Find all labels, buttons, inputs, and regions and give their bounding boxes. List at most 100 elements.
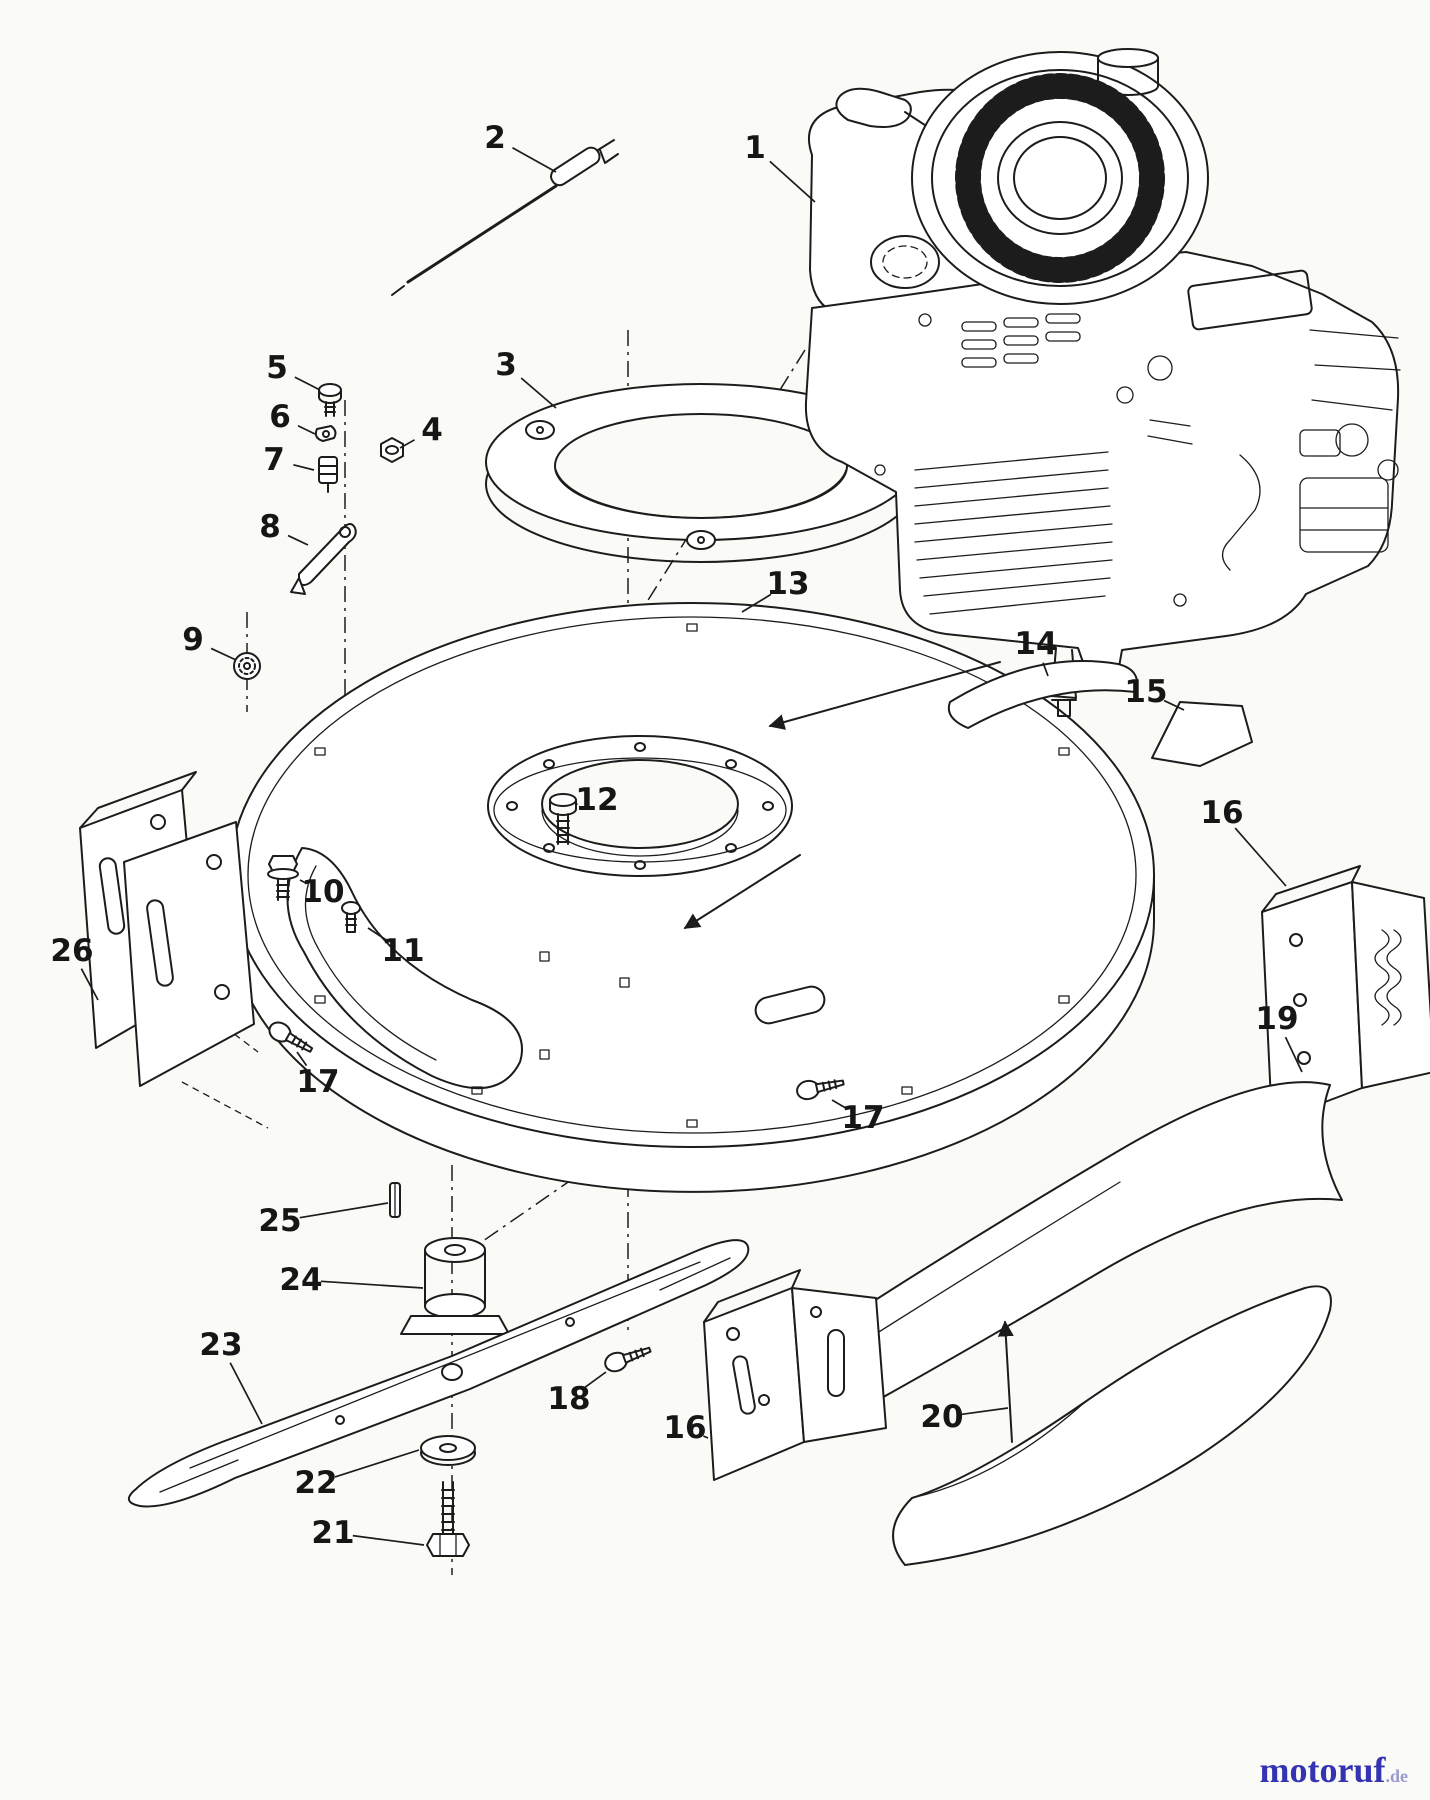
- left-bracket: [79, 771, 255, 1087]
- leader-line-16: [1234, 827, 1287, 887]
- blade-adapter-24: [400, 1237, 510, 1335]
- leader-line-8: [287, 534, 309, 546]
- leader-line-16: [703, 1435, 709, 1439]
- callout-9: 9: [182, 622, 204, 658]
- discharge-deflectors: [769, 1081, 1343, 1566]
- callout-16: 16: [663, 1410, 706, 1446]
- leader-line-5: [294, 376, 321, 391]
- callout-15: 15: [1124, 674, 1167, 710]
- leader-line-11: [367, 927, 387, 941]
- leader-line-18: [584, 1371, 607, 1388]
- callout-6: 6: [269, 399, 291, 435]
- leader-line-22: [334, 1449, 420, 1478]
- watermark-name: motoruf: [1260, 1750, 1387, 1790]
- leader-line-15: [1163, 699, 1185, 711]
- callout-13: 13: [766, 566, 809, 602]
- screw-18: [604, 1346, 652, 1373]
- fuel-cap: [870, 235, 940, 289]
- callout-7: 7: [263, 442, 285, 478]
- screw-17-right: [796, 1079, 845, 1101]
- lock-washer-9: [233, 652, 261, 680]
- callout-22: 22: [294, 1465, 337, 1501]
- screw-11: [341, 901, 361, 933]
- deck-center-hub: [487, 735, 793, 877]
- deck-rim-tabs: [314, 623, 1070, 1128]
- callout-11: 11: [381, 933, 424, 969]
- deflector-lower-20: [892, 1285, 1332, 1566]
- bottom-bracket: [703, 1269, 887, 1481]
- leader-line-20: [961, 1407, 1009, 1416]
- leader-line-9: [210, 647, 237, 661]
- trim-wedge-15: [1151, 701, 1253, 767]
- trim-strip-14: [947, 660, 1139, 729]
- callout-10: 10: [301, 874, 344, 910]
- engine-name-plate: [1187, 269, 1313, 331]
- leader-line-13: [741, 593, 772, 613]
- screw-17-left: [268, 1021, 314, 1053]
- recoil-starter: [911, 51, 1209, 305]
- leader-line-1: [769, 160, 816, 203]
- leader-line-6: [297, 424, 316, 435]
- bolt-21: [426, 1481, 470, 1557]
- leader-line-17: [831, 1099, 847, 1109]
- callout-4: 4: [421, 412, 443, 448]
- callout-2: 2: [484, 120, 506, 156]
- callout-14: 14: [1014, 626, 1057, 662]
- hardware-cluster: [233, 383, 404, 680]
- oil-cap: [1097, 48, 1159, 96]
- leader-line-2: [512, 146, 557, 173]
- leader-line-4: [399, 439, 415, 449]
- vent-slots: [961, 313, 1081, 368]
- screws: [268, 1021, 845, 1373]
- leader-line-10: [299, 879, 306, 884]
- leader-line-19: [1284, 1036, 1303, 1073]
- cooling-fins: [914, 451, 1113, 615]
- spark-plug-lead: [391, 139, 619, 296]
- callout-5: 5: [266, 350, 288, 386]
- callout-16: 16: [1200, 795, 1243, 831]
- callout-12: 12: [575, 782, 618, 818]
- right-bracket: [1261, 865, 1430, 1123]
- engine-illustration: [804, 48, 1401, 717]
- callout-23: 23: [199, 1327, 242, 1363]
- leader-line-26: [80, 968, 99, 1001]
- callout-25: 25: [258, 1203, 301, 1239]
- callout-17: 17: [841, 1100, 884, 1136]
- deck-fasteners: [267, 793, 577, 933]
- leader-line-21: [352, 1534, 425, 1546]
- callout-1: 1: [744, 130, 766, 166]
- callout-24: 24: [279, 1262, 322, 1298]
- callout-3: 3: [495, 347, 517, 383]
- deck-slot: [754, 985, 826, 1025]
- trim-pieces: [683, 660, 1253, 929]
- washer-22: [420, 1435, 476, 1466]
- watermark-suffix: .de: [1386, 1766, 1409, 1786]
- leader-line-24: [320, 1280, 424, 1289]
- callout-26: 26: [50, 933, 93, 969]
- leader-line-25: [299, 1202, 389, 1219]
- nut-4: [380, 437, 404, 463]
- leader-line-17: [296, 1051, 308, 1067]
- callout-19: 19: [1255, 1001, 1298, 1037]
- carburetor-details: [874, 313, 1401, 607]
- leader-line-23: [229, 1362, 263, 1425]
- blade-23: [128, 1239, 750, 1508]
- callout-17: 17: [296, 1064, 339, 1100]
- callout-18: 18: [547, 1381, 590, 1417]
- leader-line-3: [520, 377, 557, 409]
- bolt-12: [549, 793, 577, 845]
- lever-8: [290, 523, 357, 595]
- connector-7: [318, 456, 338, 493]
- callout-20: 20: [920, 1399, 963, 1435]
- callout-21: 21: [311, 1515, 354, 1551]
- bolt-5: [318, 383, 342, 417]
- key-pin-25: [389, 1182, 401, 1218]
- blade-assembly: [128, 1182, 750, 1557]
- clip-6: [314, 425, 337, 442]
- engine-block: [804, 251, 1400, 685]
- deflector-upper-19: [769, 1081, 1343, 1421]
- bolt-10: [267, 855, 299, 901]
